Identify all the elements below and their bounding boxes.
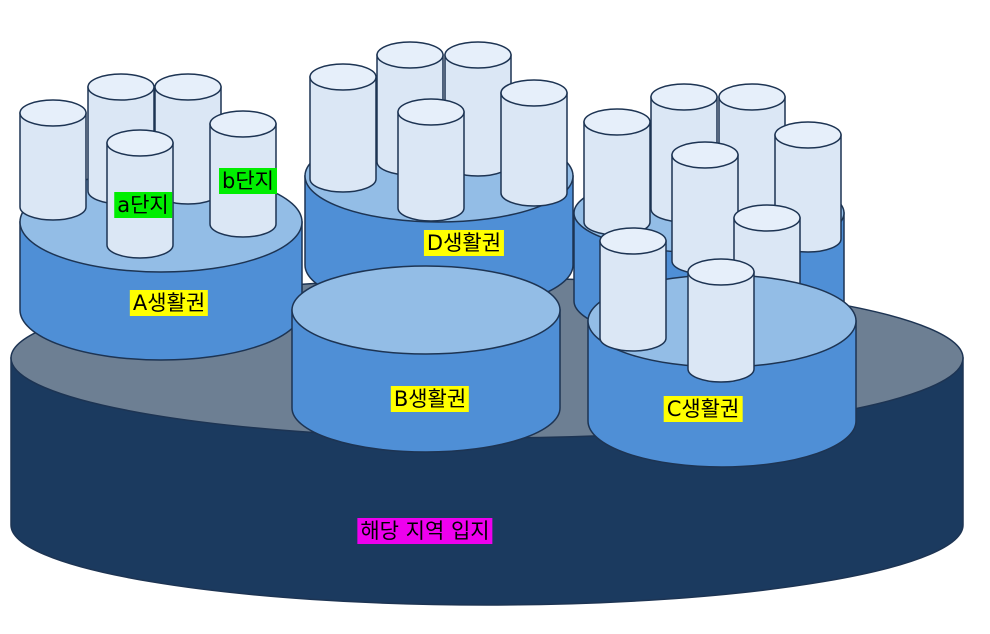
site-label: 해당 지역 입지: [357, 518, 493, 544]
complex-a-label: a단지: [114, 192, 172, 218]
zone-b-cylinder: [291, 265, 561, 453]
building-c1: [583, 108, 651, 236]
building-d5: [397, 98, 465, 222]
zone-d-label: D생활권: [423, 230, 505, 256]
building-d1: [309, 63, 377, 193]
zone-a-label: A생활권: [129, 290, 209, 316]
building-c5: [671, 141, 739, 275]
zone-c-label: C생활권: [663, 396, 743, 422]
building-d4: [500, 79, 568, 207]
building-a1: [19, 99, 87, 221]
zone-b-label: B생활권: [390, 386, 470, 412]
building-c7: [599, 227, 667, 352]
building-c8: [687, 258, 755, 383]
complex-b-label: b단지: [219, 168, 277, 194]
